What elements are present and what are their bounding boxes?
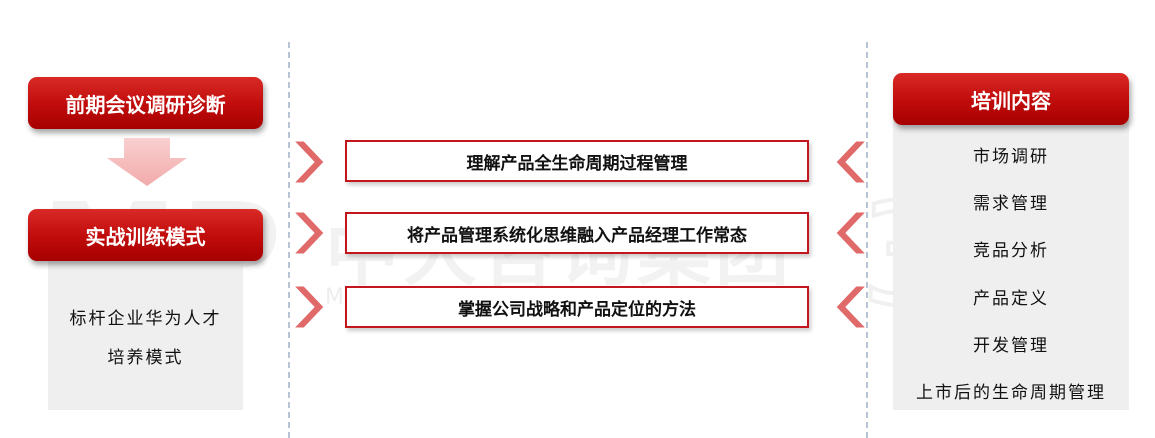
- objective-text-3: 掌握公司战略和产品定位的方法: [458, 299, 696, 320]
- objective-box-1: 理解产品全生命周期过程管理: [345, 140, 809, 182]
- objective-text-1: 理解产品全生命周期过程管理: [466, 153, 688, 174]
- right-chevron-icon: [294, 141, 324, 183]
- left-gray-panel: [48, 260, 243, 410]
- down-arrow-icon: [107, 138, 187, 186]
- content-item-2: 需求管理: [973, 194, 1049, 214]
- objective-box-2: 将产品管理系统化思维融入产品经理工作常态: [345, 212, 809, 254]
- left-chevron-icon: [836, 212, 866, 254]
- mode-text-line1: 标杆企业华为人才: [69, 309, 222, 329]
- stage1-button[interactable]: 前期会议调研诊断: [28, 77, 263, 129]
- content-item-5: 开发管理: [973, 336, 1049, 356]
- content-item-3: 竞品分析: [973, 241, 1049, 261]
- left-chevron-icon: [836, 286, 866, 328]
- right-divider: [866, 42, 868, 438]
- left-chevron-icon: [836, 141, 866, 183]
- training-content-label: 培训内容: [971, 88, 1051, 113]
- training-content-header[interactable]: 培训内容: [893, 73, 1129, 125]
- content-item-6: 上市后的生命周期管理: [916, 383, 1106, 403]
- right-chevron-icon: [294, 212, 324, 254]
- stage2-label: 实战训练模式: [85, 224, 206, 249]
- content-item-4: 产品定义: [973, 289, 1049, 309]
- left-divider: [288, 42, 290, 438]
- mode-text-line2: 培养模式: [107, 348, 184, 368]
- content-item-1: 市场调研: [973, 147, 1049, 167]
- stage2-button[interactable]: 实战训练模式: [28, 209, 263, 261]
- right-chevron-icon: [294, 286, 324, 328]
- objective-text-2: 将产品管理系统化思维融入产品经理工作常态: [407, 225, 747, 246]
- objective-box-3: 掌握公司战略和产品定位的方法: [345, 286, 809, 328]
- stage1-label: 前期会议调研诊断: [65, 92, 226, 117]
- right-gray-panel: [893, 110, 1129, 410]
